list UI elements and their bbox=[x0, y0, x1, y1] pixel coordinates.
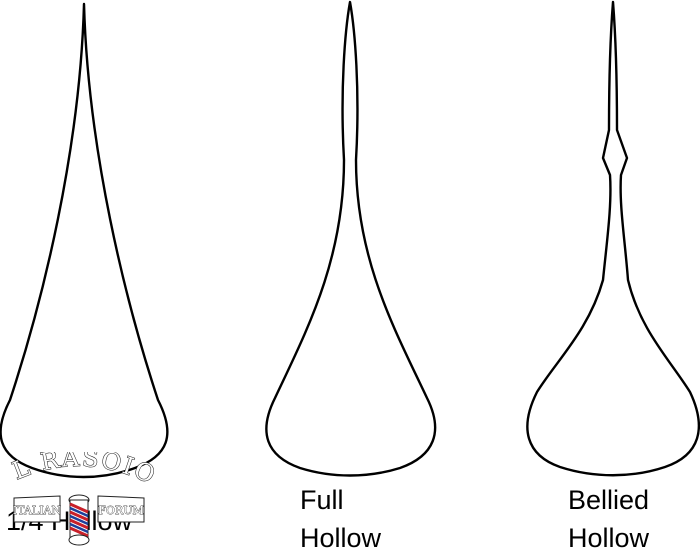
svg-text:FORUM: FORUM bbox=[98, 504, 143, 517]
svg-text:IL RASOIO: IL RASOIO bbox=[4, 452, 154, 490]
barber-pole-icon bbox=[68, 494, 90, 546]
svg-text:ITALIAN: ITALIAN bbox=[13, 504, 62, 517]
bellied-hollow-profile bbox=[526, 0, 700, 477]
full-hollow-label: Full Hollow bbox=[300, 485, 382, 553]
bellied-hollow-label: Bellied Hollow bbox=[568, 485, 650, 553]
il-rasoio-watermark-logo: IL RASOIO ITALIAN FORUM bbox=[4, 452, 154, 546]
quarter-hollow-profile bbox=[0, 2, 169, 479]
full-hollow-profile bbox=[265, 0, 437, 477]
